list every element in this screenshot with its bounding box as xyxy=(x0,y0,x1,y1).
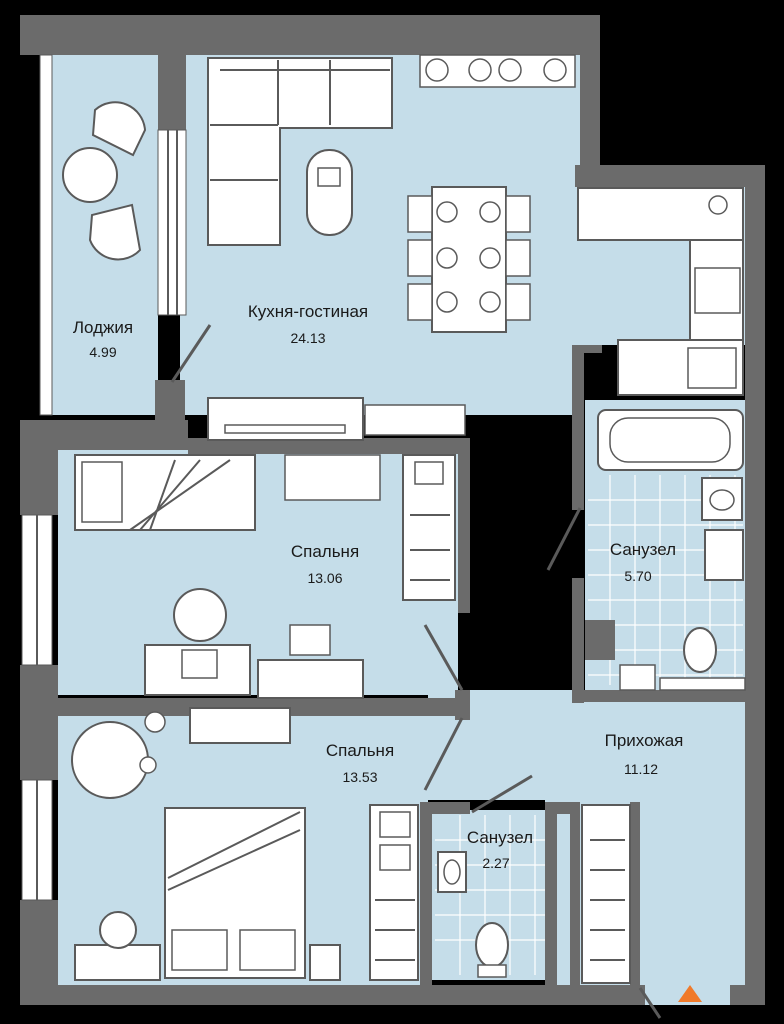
room-area-bedroom2: 13.53 xyxy=(342,769,377,785)
bedroom2-furniture xyxy=(71,707,419,981)
room-label-bath2: Санузел xyxy=(467,828,533,847)
room-label-bedroom1: Спальня xyxy=(291,542,359,561)
room-labels: Лоджия 4.99 Кухня-гостиная 24.13 Спальня… xyxy=(73,302,684,871)
entrance-triangle-icon xyxy=(678,985,702,1002)
bedroom1-furniture xyxy=(74,454,456,699)
room-area-kitchen: 24.13 xyxy=(290,330,325,346)
walls xyxy=(20,15,765,1005)
room-label-loggia: Лоджия xyxy=(73,318,133,337)
room-area-hall: 11.12 xyxy=(624,761,658,777)
room-label-hall: Прихожая xyxy=(605,731,684,750)
bath1-fixtures xyxy=(597,409,746,691)
bath2-fixtures xyxy=(437,851,509,978)
room-label-bedroom2: Спальня xyxy=(326,741,394,760)
living-furniture xyxy=(207,54,744,441)
windows xyxy=(21,54,187,901)
room-area-bath1: 5.70 xyxy=(624,568,651,584)
doors xyxy=(170,324,662,1019)
loggia-furniture xyxy=(62,101,147,261)
room-area-bath2: 2.27 xyxy=(482,855,509,871)
room-area-loggia: 4.99 xyxy=(89,344,116,360)
hall-furniture xyxy=(581,804,631,984)
room-label-bath1: Санузел xyxy=(610,540,676,559)
room-area-bedroom1: 13.06 xyxy=(307,570,342,586)
room-label-kitchen: Кухня-гостиная xyxy=(248,302,368,321)
